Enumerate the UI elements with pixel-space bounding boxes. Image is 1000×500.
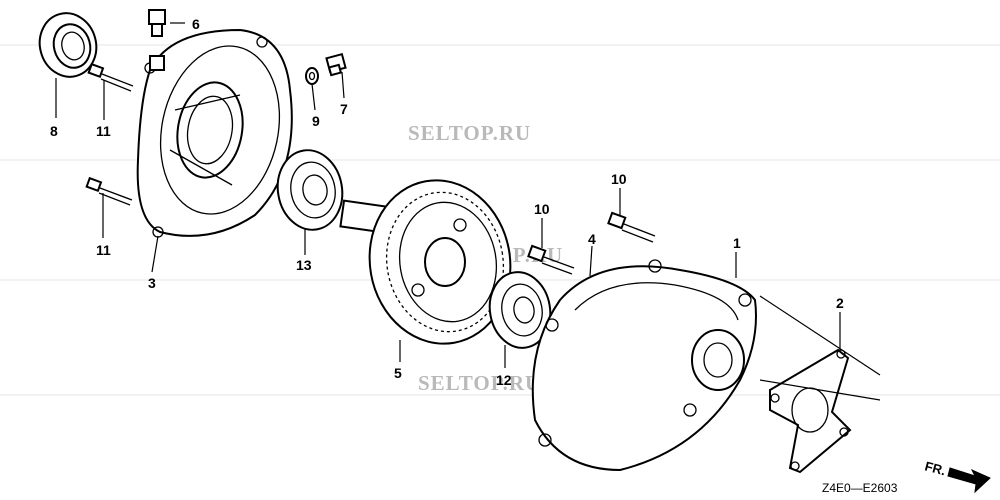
callout-10: 10 xyxy=(534,201,550,217)
callout-12: 12 xyxy=(496,372,512,388)
front-cover-part-3 xyxy=(136,28,293,238)
callout-5: 5 xyxy=(394,365,402,381)
direction-label: FR. xyxy=(923,458,947,478)
callout-13: 13 xyxy=(296,257,312,273)
callout-2: 2 xyxy=(836,295,844,311)
plug-part-7 xyxy=(325,52,347,77)
watermark-text: SELTOP.RU xyxy=(418,371,541,395)
bolt-part-10-lower xyxy=(527,244,575,275)
leader-lines xyxy=(55,22,881,401)
gasket-part-2 xyxy=(769,348,852,474)
washer-part-9 xyxy=(305,67,319,85)
oil-seal-part-8 xyxy=(38,12,98,78)
bolt-part-6 xyxy=(148,9,166,37)
bolt-part-10-upper xyxy=(607,211,656,243)
front-direction-arrow-icon xyxy=(947,467,991,494)
callout-1: 1 xyxy=(733,235,741,251)
callout-7: 7 xyxy=(340,101,348,117)
bolt-part-11-upper xyxy=(87,62,134,92)
callout-11: 11 xyxy=(96,242,111,258)
callout-8: 8 xyxy=(50,123,58,139)
diagram-code: Z4E0—E2603 xyxy=(822,481,898,495)
bolt-part-11-lower xyxy=(85,176,133,206)
bearing-part-12 xyxy=(488,271,552,349)
watermark-text: SELTOP.RU xyxy=(408,121,531,145)
bearing-part-13 xyxy=(276,149,344,231)
callout-11: 11 xyxy=(96,123,111,139)
gear-part-5 xyxy=(339,179,512,345)
callout-10: 10 xyxy=(611,171,627,187)
callout-9: 9 xyxy=(312,113,320,129)
callout-6: 6 xyxy=(192,16,200,32)
callout-4: 4 xyxy=(588,231,596,247)
rear-case-part-1 xyxy=(531,259,757,472)
callout-3: 3 xyxy=(148,275,156,291)
